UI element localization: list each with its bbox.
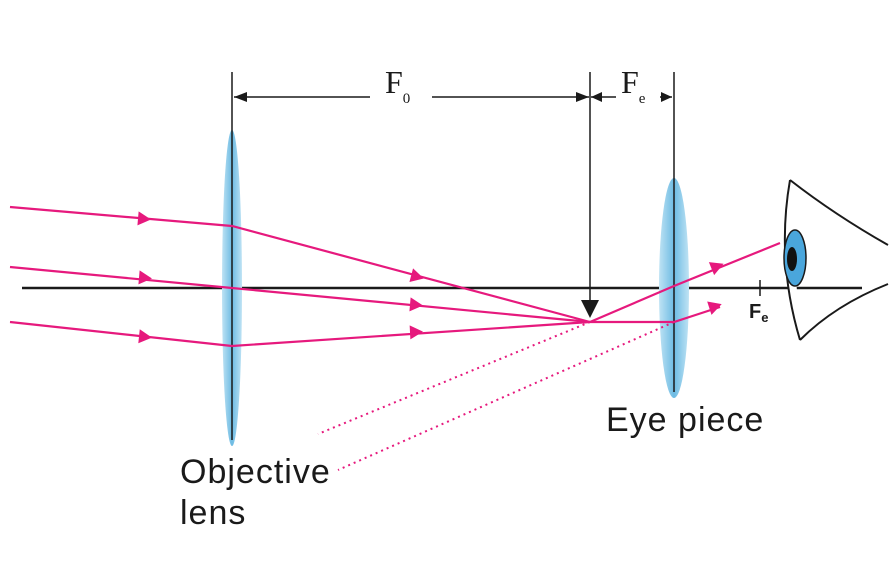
arrowhead-middle-1 <box>138 270 152 285</box>
fe-arrowhead-right <box>661 92 672 102</box>
ray-emergent-upper <box>589 241 781 324</box>
eyepiece-label: Eye piece <box>606 401 765 439</box>
objective-label-line2: lens <box>180 493 247 532</box>
ray-bottom <box>9 320 591 348</box>
eyepiece-focus-axis-label: Fe <box>749 301 769 325</box>
incident-rays <box>9 205 781 348</box>
arrowhead-top-1 <box>137 211 151 226</box>
arrowhead-emergent-lower <box>707 301 722 315</box>
arrowhead-bottom-1 <box>138 329 152 344</box>
dotted-line-lower <box>337 321 675 471</box>
arrowhead-bottom-2 <box>409 325 423 340</box>
fe-arrowhead-left <box>591 92 602 102</box>
ray-top <box>9 205 591 324</box>
focal-length-objective-label: F0 <box>385 64 411 107</box>
ray-arrowheads <box>137 211 724 344</box>
objective-label-line1: Objective <box>180 453 331 491</box>
ray-middle <box>9 265 591 324</box>
dotted-line-upper <box>317 321 591 435</box>
arrowhead-middle-2 <box>409 297 423 312</box>
fo-arrowhead-left <box>234 92 247 102</box>
dotted-construction-lines <box>317 321 675 471</box>
arrowhead-emergent-upper <box>708 262 724 276</box>
image-arrowhead <box>581 300 599 318</box>
eye-icon <box>783 179 889 341</box>
arrowhead-top-2 <box>409 268 424 282</box>
focal-length-eyepiece-label: Fe <box>621 64 646 107</box>
objective-lens-label: Objective lens <box>180 452 331 534</box>
fo-arrowhead-right <box>576 92 589 102</box>
